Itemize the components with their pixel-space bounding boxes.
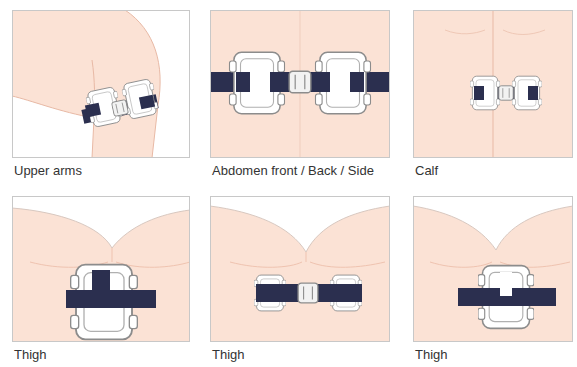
panel-caption: Thigh bbox=[212, 347, 245, 363]
panel-frame bbox=[13, 11, 190, 158]
panel-caption: Upper arms bbox=[14, 163, 82, 179]
panel-frame bbox=[211, 11, 390, 158]
panel-frame bbox=[13, 197, 190, 342]
upper-arm-panel bbox=[12, 10, 190, 158]
panel-frame bbox=[414, 197, 573, 342]
abdomen-panel bbox=[210, 10, 390, 158]
panel-caption: Thigh bbox=[415, 347, 448, 363]
panel-caption: Thigh bbox=[14, 347, 47, 363]
panel-frame bbox=[211, 197, 390, 342]
calf-panel bbox=[413, 10, 573, 158]
thigh-panel bbox=[12, 196, 190, 342]
panel-caption: Calf bbox=[415, 163, 438, 179]
panel-frame bbox=[414, 11, 573, 158]
panel-caption: Abdomen front / Back / Side bbox=[212, 163, 374, 179]
thigh-panel bbox=[210, 196, 390, 342]
thigh-panel bbox=[413, 196, 573, 342]
